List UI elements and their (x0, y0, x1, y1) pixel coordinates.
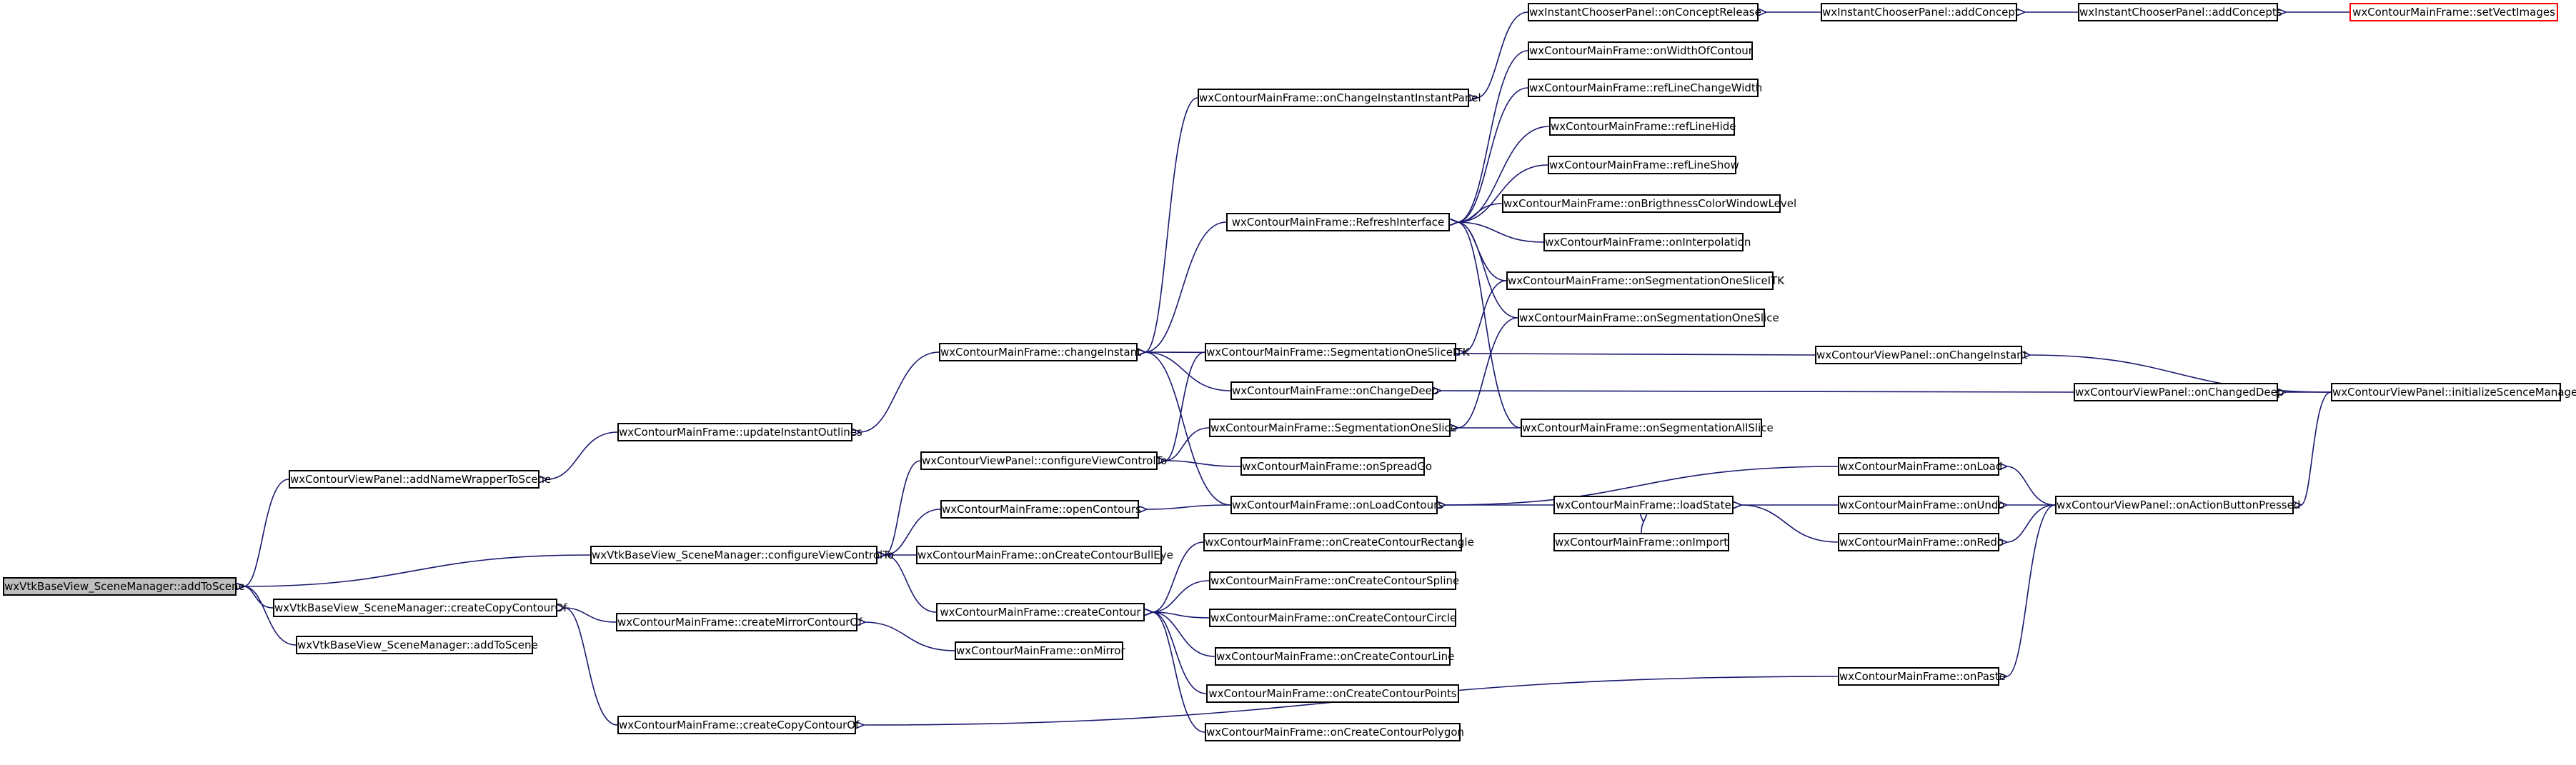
node-initialize-scence-manager[interactable]: wxContourViewPanel::initializeScenceMana… (2331, 383, 2576, 401)
edge-n9-n24 (1457, 222, 1521, 429)
edge-n9-n15 (1457, 222, 1544, 243)
edge-n1-n2 (547, 431, 618, 479)
node-segmentation-one-slice-itk[interactable]: wxContourMainFrame::SegmentationOneSlice… (1205, 343, 1469, 361)
edge-n38-n43 (1152, 612, 1205, 733)
node-on-brigthness-color-window-level[interactable]: wxContourMainFrame::onBrigthnessColorWin… (1502, 194, 1796, 213)
node-on-create-contour-points[interactable]: wxContourMainFrame::onCreateContourPoint… (1206, 684, 1459, 703)
node-on-spread-go[interactable]: wxContourMainFrame::onSpreadGo (1240, 457, 1432, 476)
node-on-concept-release[interactable]: wxInstantChooserPanel::onConceptRelease (1528, 3, 1761, 21)
node-on-create-contour-polygon[interactable]: wxContourMainFrame::onCreateContourPolyg… (1205, 723, 1464, 741)
node-on-load-contours[interactable]: wxContourMainFrame::onLoadContours (1230, 496, 1443, 514)
node-add-concepts[interactable]: wxInstantChooserPanel::addConcepts (2078, 3, 2282, 21)
node-on-create-contour-rectangle[interactable]: wxContourMainFrame::onCreateContourRecta… (1203, 533, 1474, 551)
edge-n0-n47 (244, 586, 297, 646)
edge-n34-n27 (1146, 504, 1231, 509)
edge-n29-n30 (2006, 466, 2056, 506)
node-ref-line-change-width[interactable]: wxContourMainFrame::refLineChangeWidth (1528, 79, 1762, 97)
edge-n35-n25 (885, 460, 921, 555)
node-scene-manager-configure-view-control-to[interactable]: wxVtkBaseView_SceneManager::configureVie… (590, 546, 894, 564)
edge-n3-n9 (1145, 221, 1227, 352)
edge-n9-n17 (1457, 222, 1518, 319)
edge-n0-n35 (244, 554, 591, 586)
edge-n20-n21 (1441, 391, 2074, 392)
node-on-paste[interactable]: wxContourMainFrame::onPaste (1838, 667, 2006, 686)
node-create-mirror-contour-of[interactable]: wxContourMainFrame::createMirrorContourO… (616, 613, 862, 631)
node-scene-manager-add-to-scene-root[interactable]: wxVtkBaseView_SceneManager::addToScene (3, 577, 245, 596)
edge-n9-n14 (1457, 203, 1503, 222)
edge-n18-n16 (1463, 280, 1507, 352)
node-create-copy-contour-of[interactable]: wxContourMainFrame::createCopyContourOf (617, 716, 859, 734)
edge-n9-n16 (1457, 222, 1507, 281)
edge-n25-n23 (1165, 427, 1210, 461)
node-view-panel-on-change-instant[interactable]: wxContourViewPanel::onChangeInstant (1815, 346, 2028, 364)
node-set-vect-images[interactable]: wxContourMainFrame::setVectImages (2349, 3, 2558, 21)
node-add-name-wrapper-to-scene[interactable]: wxContourViewPanel::addNameWrapperToScen… (289, 470, 551, 489)
edge-n44-n45 (565, 608, 617, 623)
node-on-create-contour-line[interactable]: wxContourMainFrame::onCreateContourLine (1215, 647, 1454, 666)
edge-n35-n34 (885, 509, 941, 555)
node-on-create-contour-circle[interactable]: wxContourMainFrame::onCreateContourCircl… (1209, 609, 1456, 627)
edge-n9-n11 (1457, 87, 1528, 222)
node-scene-manager-add-to-scene[interactable]: wxVtkBaseView_SceneManager::addToScene (296, 636, 538, 654)
node-update-instant-outlines[interactable]: wxContourMainFrame::updateInstantOutline… (617, 423, 862, 441)
edge-n35-n38 (885, 555, 937, 613)
node-on-segmentation-one-slice[interactable]: wxContourMainFrame::onSegmentationOneSli… (1518, 309, 1779, 327)
edge-n9-n10 (1457, 50, 1528, 222)
edge-n25-n18 (1165, 351, 1205, 461)
node-view-panel-configure-view-control-to[interactable]: wxContourViewPanel::configureViewControl… (920, 451, 1167, 470)
node-view-panel-on-changed-deep[interactable]: wxContourViewPanel::onChangedDeep (2074, 383, 2284, 401)
node-on-mirror[interactable]: wxContourMainFrame::onMirror (955, 641, 1125, 660)
node-on-undo[interactable]: wxContourMainFrame::onUndo (1838, 496, 2005, 514)
edge-n3-n27 (1145, 352, 1231, 506)
node-on-redo[interactable]: wxContourMainFrame::onRedo (1838, 533, 2004, 551)
edge-n27-n29 (1445, 466, 1839, 505)
edge-n4-n5 (1476, 11, 1528, 98)
node-on-action-button-pressed[interactable]: wxContourViewPanel::onActionButtonPresse… (2055, 496, 2300, 514)
edge-n3-n20 (1145, 352, 1231, 391)
node-on-segmentation-one-slice-itk[interactable]: wxContourMainFrame::onSegmentationOneSli… (1506, 271, 1784, 290)
node-ref-line-show[interactable]: wxContourMainFrame::refLineShow (1548, 156, 1739, 174)
edge-n45-n46 (865, 622, 955, 651)
node-change-instant[interactable]: wxContourMainFrame::changeInstant (939, 343, 1141, 361)
edge-n38-n39 (1152, 580, 1210, 612)
node-segmentation-one-slice[interactable]: wxContourMainFrame::SegmentationOneSlice (1209, 419, 1457, 437)
edge-n9-n13 (1457, 164, 1548, 222)
edge-n23-n17 (1458, 317, 1518, 428)
node-on-change-deep[interactable]: wxContourMainFrame::onChangeDeep (1230, 381, 1438, 400)
node-create-contour[interactable]: wxContourMainFrame::createContour (936, 603, 1145, 621)
node-on-interpolation[interactable]: wxContourMainFrame::onInterpolation (1543, 233, 1751, 251)
edge-n30-n22 (2301, 391, 2332, 505)
edge-n0-n1 (244, 479, 289, 586)
edge-n28-n33 (1641, 521, 1643, 534)
edge-n2-n3 (860, 351, 940, 432)
node-ref-line-hide[interactable]: wxContourMainFrame::refLineHide (1549, 117, 1736, 136)
node-add-concept[interactable]: wxInstantChooserPanel::addConcept (1821, 3, 2019, 21)
node-on-create-contour-spline[interactable]: wxContourMainFrame::onCreateContourSplin… (1209, 571, 1459, 590)
node-on-import[interactable]: wxContourMainFrame::onImport (1553, 533, 1729, 551)
node-on-width-of-contour[interactable]: wxContourMainFrame::onWidthOfContour (1528, 41, 1753, 60)
node-load-state[interactable]: wxContourMainFrame::loadState (1553, 496, 1734, 514)
node-on-segmentation-all-slice[interactable]: wxContourMainFrame::onSegmentationAllSli… (1521, 419, 1774, 437)
node-refresh-interface[interactable]: wxContourMainFrame::RefreshInterface (1226, 213, 1450, 231)
edge-n38-n42 (1152, 612, 1207, 694)
node-on-change-instant-instant-panel[interactable]: wxContourMainFrame::onChangeInstantInsta… (1198, 89, 1481, 107)
node-open-contours[interactable]: wxContourMainFrame::openContours (940, 500, 1141, 519)
edge-n32-n30 (2006, 504, 2056, 542)
edge-n3-n4 (1145, 97, 1198, 352)
edge-n25-n26 (1165, 461, 1241, 467)
edge-n28-n32 (1741, 505, 1839, 543)
edge-n49-n30 (2006, 504, 2056, 676)
edge-n38-n41 (1152, 612, 1215, 657)
node-scene-manager-create-copy-contour-of[interactable]: wxVtkBaseView_SceneManager::createCopyCo… (273, 599, 567, 617)
node-on-load[interactable]: wxContourMainFrame::onLoad (1838, 457, 2002, 476)
edge-n38-n40 (1152, 612, 1210, 619)
edge-n38-n37 (1152, 541, 1204, 612)
edge-n44-n48 (565, 608, 618, 726)
node-on-create-contour-bull-eye[interactable]: wxContourMainFrame::onCreateContourBullE… (916, 546, 1173, 564)
